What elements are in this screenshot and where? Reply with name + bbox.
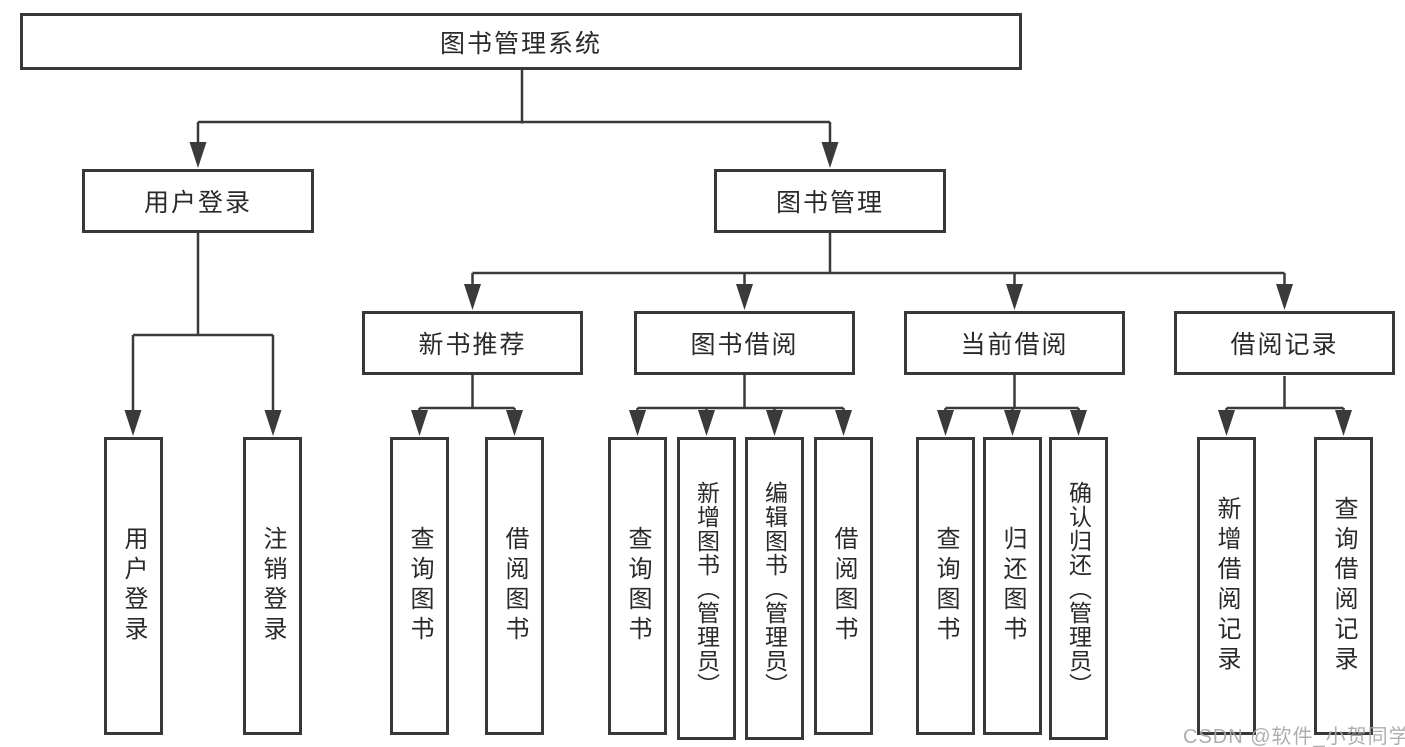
node-new-book-recommend: 新书推荐 [362,311,583,375]
leaf-nb-query-books: 查询图书 [390,437,449,735]
arrowhead-leaf-user-login [124,410,142,436]
arrowhead-borrow-records [1276,284,1293,310]
arrowhead-bb-borrow [835,410,852,436]
leaf-br-query-record: 查询借阅记录 [1314,437,1373,735]
arrowhead-bb-query [629,410,646,436]
node-book-borrowing: 图书借阅 [634,311,855,375]
node-library-management-system: 图书管理系统 [20,13,1022,70]
node-user-login: 用户登录 [82,169,314,233]
leaf-cb-query-books: 查询图书 [916,437,975,735]
leaf-br-add-record: 新增借阅记录 [1197,437,1256,735]
arrowhead-cb-return [1004,410,1021,436]
arrowhead-book-management [821,142,839,168]
csdn-watermark: CSDN @软件_小贺同学 [1183,726,1405,747]
leaf-nb-borrow-books: 借阅图书 [485,437,544,735]
leaf-logout: 注销登录 [243,437,302,735]
leaf-user-login: 用户登录 [104,437,163,735]
arrowhead-bb-add [698,410,715,436]
arrowhead-br-add [1218,410,1235,436]
arrowhead-br-query [1335,410,1352,436]
arrowhead-cb-query [937,410,954,436]
arrowhead-book-borrow [736,284,753,310]
arrowhead-bb-edit [766,410,783,436]
arrowhead-nb-borrow [506,410,523,436]
connector-arrowheads [124,142,1352,436]
leaf-cb-confirm-return-admin: 确认归还（管理员） [1049,437,1108,740]
arrowhead-leaf-logout [264,410,282,436]
leaf-bb-borrow-books: 借阅图书 [814,437,873,735]
arrowhead-new-book [464,284,481,310]
leaf-bb-query-books: 查询图书 [608,437,667,735]
arrowhead-nb-query [411,410,428,436]
arrowhead-user-login [189,142,207,168]
node-book-management: 图书管理 [714,169,946,233]
arrowhead-current-borrow [1006,284,1023,310]
node-current-borrowing: 当前借阅 [904,311,1125,375]
leaf-cb-return-books: 归还图书 [983,437,1042,735]
node-borrow-records: 借阅记录 [1174,311,1395,375]
leaf-bb-add-books-admin: 新增图书（管理员） [677,437,736,740]
leaf-bb-edit-books-admin: 编辑图书（管理员） [745,437,804,740]
arrowhead-cb-confirm [1070,410,1087,436]
